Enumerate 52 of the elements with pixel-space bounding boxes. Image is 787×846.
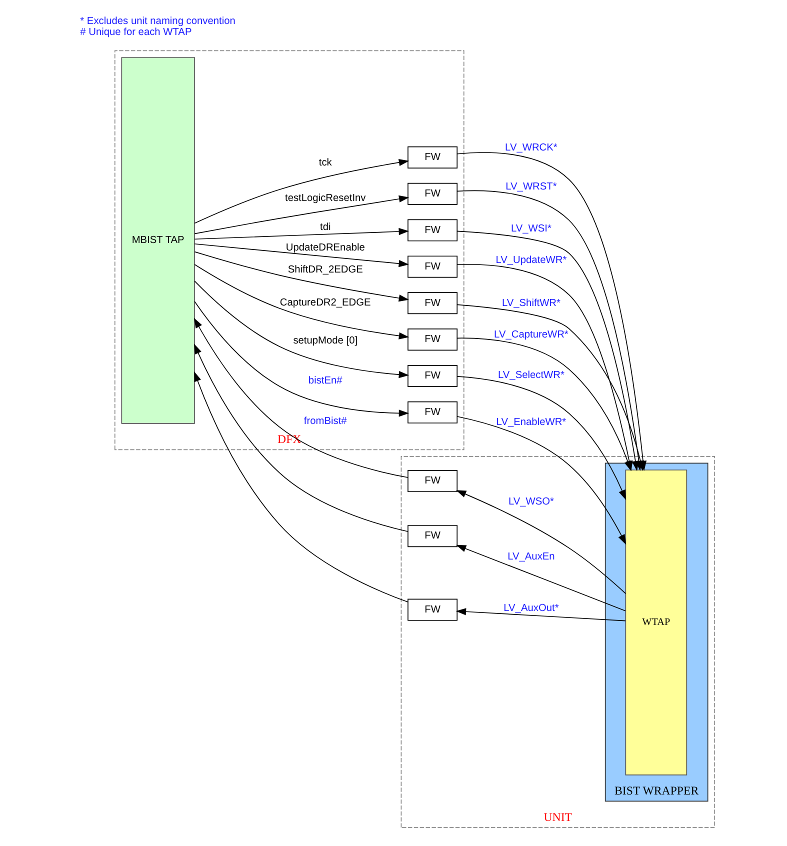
edge-label: setupMode [0] xyxy=(292,335,358,346)
node-box: FW xyxy=(407,256,458,278)
arrow xyxy=(455,544,626,612)
node-box: WTAP xyxy=(624,470,687,776)
arrow xyxy=(194,228,408,240)
node-box: FW xyxy=(407,182,458,205)
arrow xyxy=(194,158,409,224)
arrow xyxy=(193,318,408,478)
arrow xyxy=(194,344,408,532)
label: # Unique for each WTAP xyxy=(80,27,192,38)
node-box: FW xyxy=(407,328,458,351)
edge-label: LV_EnableWR* xyxy=(496,416,566,428)
edge-label: fromBist# xyxy=(303,416,346,427)
edge-label: LV_SelectWR* xyxy=(498,370,564,382)
node-box: FW xyxy=(407,525,458,548)
arrow xyxy=(456,338,631,472)
node-box: FW xyxy=(407,292,458,314)
arrow xyxy=(194,280,409,378)
arrow xyxy=(194,371,408,602)
edge-label: LV_WSI* xyxy=(510,224,551,235)
edge-label: tck xyxy=(318,158,332,169)
edge-label: LV_WRCK* xyxy=(504,142,557,154)
edge-label: CaptureDR2_EDGE xyxy=(279,297,370,308)
edge-label: LV_CaptureWR* xyxy=(494,330,568,341)
edge-label: LV_WRST* xyxy=(505,181,556,192)
arrow xyxy=(455,608,626,622)
arrow xyxy=(194,251,409,302)
edge-label: UpdateDREnable xyxy=(285,242,364,254)
edge-label: testLogicResetInv xyxy=(284,193,366,204)
edge-label: LV_UpdateWR* xyxy=(495,254,566,266)
arrow xyxy=(456,416,626,545)
node-box: FW xyxy=(407,470,458,492)
node-box: FW xyxy=(407,364,458,387)
edge-label: LV_ShiftWR* xyxy=(501,298,560,310)
arrow xyxy=(194,264,409,340)
edge-label: LV_AuxEn xyxy=(507,551,554,562)
arrow xyxy=(194,195,409,234)
edge-label: LV_WSO* xyxy=(508,496,554,508)
arrow xyxy=(194,301,409,417)
edge-label: ShiftDR_2EDGE xyxy=(287,264,362,276)
node-box: MBIST TAP xyxy=(120,57,194,424)
arrow xyxy=(455,490,626,594)
edge-label: LV_AuxOut* xyxy=(503,603,558,614)
node-box: FW xyxy=(407,598,458,621)
edge-label: tdi xyxy=(320,222,330,233)
node-box: FW xyxy=(407,401,458,424)
label: * Excludes unit naming convention xyxy=(80,16,235,28)
node-box: FW xyxy=(407,146,458,168)
arrow xyxy=(194,243,408,268)
edge-label: bistEn# xyxy=(308,375,342,386)
arrow xyxy=(456,376,626,500)
node-box: FW xyxy=(407,219,458,242)
